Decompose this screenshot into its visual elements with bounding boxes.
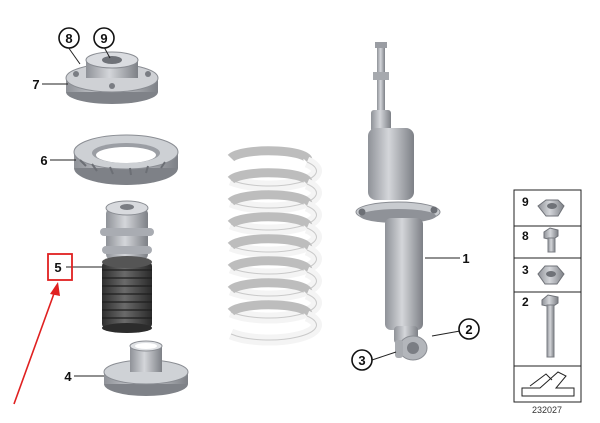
spring-coil-back	[227, 146, 313, 166]
diagram-number: 232027	[532, 405, 562, 415]
legend-label: 3	[522, 263, 529, 277]
legend-item-9: 9	[522, 195, 565, 217]
callout-label: 9	[100, 31, 107, 46]
callout-label: 4	[64, 369, 72, 384]
right-angle-arrow-icon	[521, 371, 575, 397]
spring-coil-edge	[230, 315, 317, 341]
spring-coil-edge	[230, 161, 317, 187]
spring-coil-edge	[230, 271, 317, 297]
bolt-icon	[543, 227, 559, 253]
legend-item-3: 3	[522, 263, 565, 285]
spring-coil-edge	[230, 183, 317, 209]
legend-label: 8	[522, 229, 529, 243]
highlight-box	[47, 253, 73, 281]
shock-absorber-part	[355, 42, 441, 361]
callout-4: 4	[64, 369, 72, 384]
callout-label: 1	[462, 251, 469, 266]
spring-coil-back	[227, 278, 313, 298]
callout-7: 7	[32, 77, 39, 92]
callout-label: 5	[54, 260, 61, 275]
upper-spring-seat-part	[73, 134, 179, 185]
lower-spring-seat-part	[103, 340, 189, 396]
fastener-legend: 9 8 3 2	[513, 189, 582, 403]
callout-label: 8	[65, 31, 72, 46]
callout-label: 3	[358, 353, 365, 368]
leader-lines	[42, 46, 461, 377]
callout-5-highlighted: 5	[47, 253, 73, 281]
callout-8: 8	[58, 27, 80, 49]
coil-spring-part	[227, 146, 322, 346]
callout-6: 6	[40, 153, 47, 168]
spring-coil-edge	[230, 227, 317, 253]
callout-1: 1	[462, 251, 469, 266]
spring-coil-back	[227, 190, 313, 210]
callout-9: 9	[93, 27, 115, 49]
long-bolt-icon	[541, 294, 559, 358]
spring-coil-edge	[230, 249, 317, 275]
callout-label: 6	[40, 153, 47, 168]
spring-coil-back	[227, 300, 313, 320]
spring-coil-back	[227, 234, 313, 254]
spring-coil-edge	[230, 205, 317, 231]
callout-3: 3	[351, 349, 373, 371]
spring-coil-edge	[230, 293, 317, 319]
legend-item-8: 8	[522, 227, 559, 253]
legend-item-2: 2	[522, 294, 559, 358]
spring-coil-back	[227, 212, 313, 232]
top-mount-part	[65, 51, 159, 104]
legend-label: 2	[522, 295, 529, 309]
callout-label: 2	[465, 322, 472, 337]
red-pointer-arrow	[13, 282, 60, 405]
spring-coil-back	[227, 256, 313, 276]
callout-label: 7	[32, 77, 39, 92]
nut-icon	[537, 199, 565, 217]
callout-2: 2	[458, 318, 480, 340]
nut-icon	[537, 265, 565, 285]
bump-stop-dust-boot-part	[100, 200, 154, 333]
legend-label: 9	[522, 195, 529, 209]
spring-coil-back	[227, 168, 313, 188]
